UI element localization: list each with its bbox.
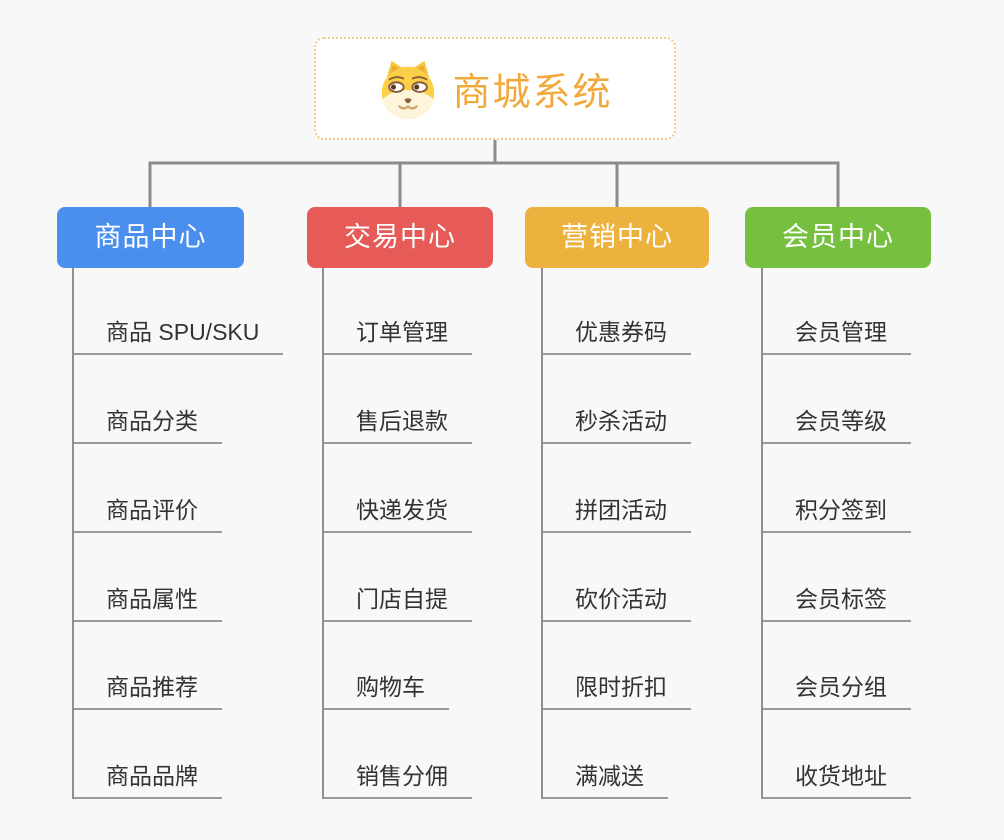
leaf-node[interactable]: 收货地址 bbox=[763, 759, 911, 799]
leaf-node[interactable]: 会员等级 bbox=[763, 404, 911, 444]
branch-node-product-center[interactable]: 商品中心 bbox=[57, 207, 244, 268]
leaf-node[interactable]: 会员标签 bbox=[763, 582, 911, 622]
leaf-node[interactable]: 积分签到 bbox=[763, 493, 911, 533]
leaf-node[interactable]: 售后退款 bbox=[324, 404, 472, 444]
branch-children-product: 商品 SPU/SKU 商品分类 商品评价 商品属性 商品推荐 商品品牌 bbox=[72, 268, 284, 799]
leaf-node[interactable]: 会员管理 bbox=[763, 315, 911, 355]
leaf-node[interactable]: 销售分佣 bbox=[324, 759, 472, 799]
leaf-node[interactable]: 商品 SPU/SKU bbox=[74, 315, 284, 355]
leaf-node[interactable]: 砍价活动 bbox=[543, 582, 691, 622]
leaf-node[interactable]: 订单管理 bbox=[324, 315, 472, 355]
leaf-node[interactable]: 门店自提 bbox=[324, 582, 472, 622]
root-title: 商城系统 bbox=[452, 72, 613, 114]
leaf-node[interactable]: 会员分组 bbox=[763, 670, 911, 710]
branch-children-marketing: 优惠券码 秒杀活动 拼团活动 砍价活动 限时折扣 满减送 bbox=[541, 268, 691, 799]
branch-node-marketing-center[interactable]: 营销中心 bbox=[525, 207, 709, 268]
leaf-node[interactable]: 商品属性 bbox=[74, 582, 222, 622]
branch-node-member-center[interactable]: 会员中心 bbox=[745, 207, 931, 268]
leaf-node[interactable]: 秒杀活动 bbox=[543, 404, 691, 444]
dog-face-icon bbox=[377, 58, 439, 120]
branch-children-member: 会员管理 会员等级 积分签到 会员标签 会员分组 收货地址 bbox=[761, 268, 911, 799]
branch-children-trade: 订单管理 售后退款 快递发货 门店自提 购物车 销售分佣 bbox=[322, 268, 472, 799]
branch-node-trade-center[interactable]: 交易中心 bbox=[307, 207, 493, 268]
leaf-node[interactable]: 满减送 bbox=[543, 759, 668, 799]
leaf-node[interactable]: 购物车 bbox=[324, 670, 449, 710]
leaf-node[interactable]: 限时折扣 bbox=[543, 670, 691, 710]
leaf-node[interactable]: 商品评价 bbox=[74, 493, 222, 533]
leaf-node[interactable]: 商品品牌 bbox=[74, 759, 222, 799]
leaf-node[interactable]: 快递发货 bbox=[324, 493, 472, 533]
root-node[interactable]: 商城系统 bbox=[314, 37, 676, 140]
leaf-node[interactable]: 优惠券码 bbox=[543, 315, 691, 355]
leaf-node[interactable]: 商品推荐 bbox=[74, 670, 222, 710]
leaf-node[interactable]: 拼团活动 bbox=[543, 493, 691, 533]
leaf-node[interactable]: 商品分类 bbox=[74, 404, 222, 444]
